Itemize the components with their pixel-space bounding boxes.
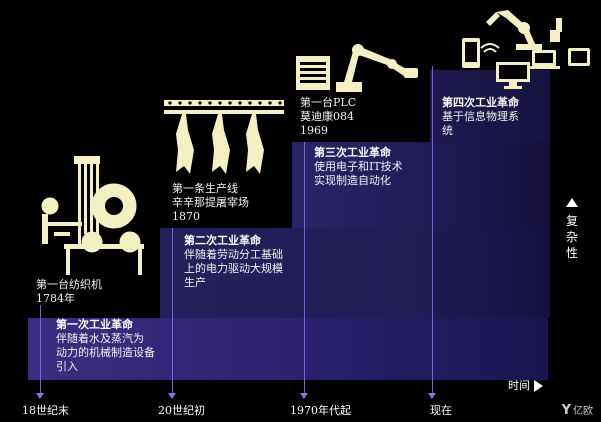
complexity-char-2: 杂 [565,230,578,244]
fourth-revolution-title: 第四次工业革命 [442,96,519,109]
loom-icon [41,156,144,275]
timeline-line-3 [304,142,305,395]
hanging-carcass-line-icon [164,100,284,174]
second-revolution-line-2: 上的电力驱动大规模 [184,262,283,275]
timeline-arrow-1 [36,393,44,399]
arrow-up-icon [566,198,578,207]
loom-caption: 第一台纺织机 1784年 [36,278,102,306]
third-revolution-line-2: 实现制造自动化 [314,174,391,187]
robot-arm-plc-icon [296,44,418,92]
time-axis-label: 时间 [508,377,543,393]
laptop-icon [528,50,560,69]
production-line-caption-year: 1870 [172,210,200,223]
era-label-18th-century: 18世纪末 [22,404,69,417]
second-revolution-line-1: 伴随着劳动分工基础 [184,248,283,261]
plc-caption: 第一台PLC 莫迪康084 1969 [300,96,356,138]
loom-caption-year: 1784年 [36,292,75,305]
band-second-revolution [160,228,550,318]
timeline-arrow-2 [168,393,176,399]
third-revolution-line-1: 使用电子和IT技术 [314,160,403,173]
second-revolution-title: 第二次工业革命 [184,234,261,247]
time-axis-text: 时间 [508,379,530,392]
era-label-1970s: 1970年代起 [290,404,351,417]
second-revolution-text: 第二次工业革命 伴随着劳动分工基础 上的电力驱动大规模 生产 [184,234,283,290]
first-revolution-line-3: 引入 [56,360,78,373]
first-revolution-title: 第一次工业革命 [56,318,133,331]
timeline-line-4 [432,66,433,395]
first-revolution-line-1: 伴随着水及蒸汽为 [56,332,144,345]
wifi-icon [480,43,500,53]
fourth-revolution-text: 第四次工业革命 基于信息物理系 统 [442,96,519,138]
third-revolution-text: 第三次工业革命 使用电子和IT技术 实现制造自动化 [314,146,403,188]
arrow-right-icon [534,380,543,392]
era-label-now: 现在 [430,404,452,417]
first-revolution-text: 第一次工业革命 伴随着水及蒸汽为 动力的机械制造设备 引入 [56,318,155,374]
third-revolution-title: 第三次工业革命 [314,146,391,159]
second-revolution-line-3: 生产 [184,276,206,289]
complexity-axis-label: 复 杂 性 [562,198,582,261]
complexity-char-3: 性 [565,246,578,260]
logo-mark-icon: Y [561,403,571,418]
band-first-revolution [28,318,548,380]
production-line-caption-place: 辛辛那提屠宰场 [172,196,249,209]
first-revolution-line-2: 动力的机械制造设备 [56,346,155,359]
fourth-revolution-line-1: 基于信息物理系 [442,110,519,123]
band-third-revolution [292,142,550,228]
plc-caption-model: 莫迪康084 [300,110,354,123]
fourth-revolution-line-2: 统 [442,124,453,137]
logo-text: 亿欧 [573,406,593,417]
loom-caption-name: 第一台纺织机 [36,278,102,291]
timeline-arrow-3 [300,393,308,399]
timeline-arrow-4 [428,393,436,399]
timeline-line-2 [172,228,173,395]
plc-caption-year: 1969 [300,124,328,137]
monitor-icon [496,62,530,89]
era-label-20th-century: 20世纪初 [158,404,205,417]
robot-arm-devices-icon [462,10,590,89]
plc-caption-name: 第一台PLC [300,96,357,109]
production-line-caption-name: 第一条生产线 [172,182,238,195]
complexity-char-1: 复 [565,214,578,228]
timeline-line-1 [40,305,41,395]
production-line-caption: 第一条生产线 辛辛那提屠宰场 1870 [172,182,249,224]
smartphone-icon [462,38,480,68]
